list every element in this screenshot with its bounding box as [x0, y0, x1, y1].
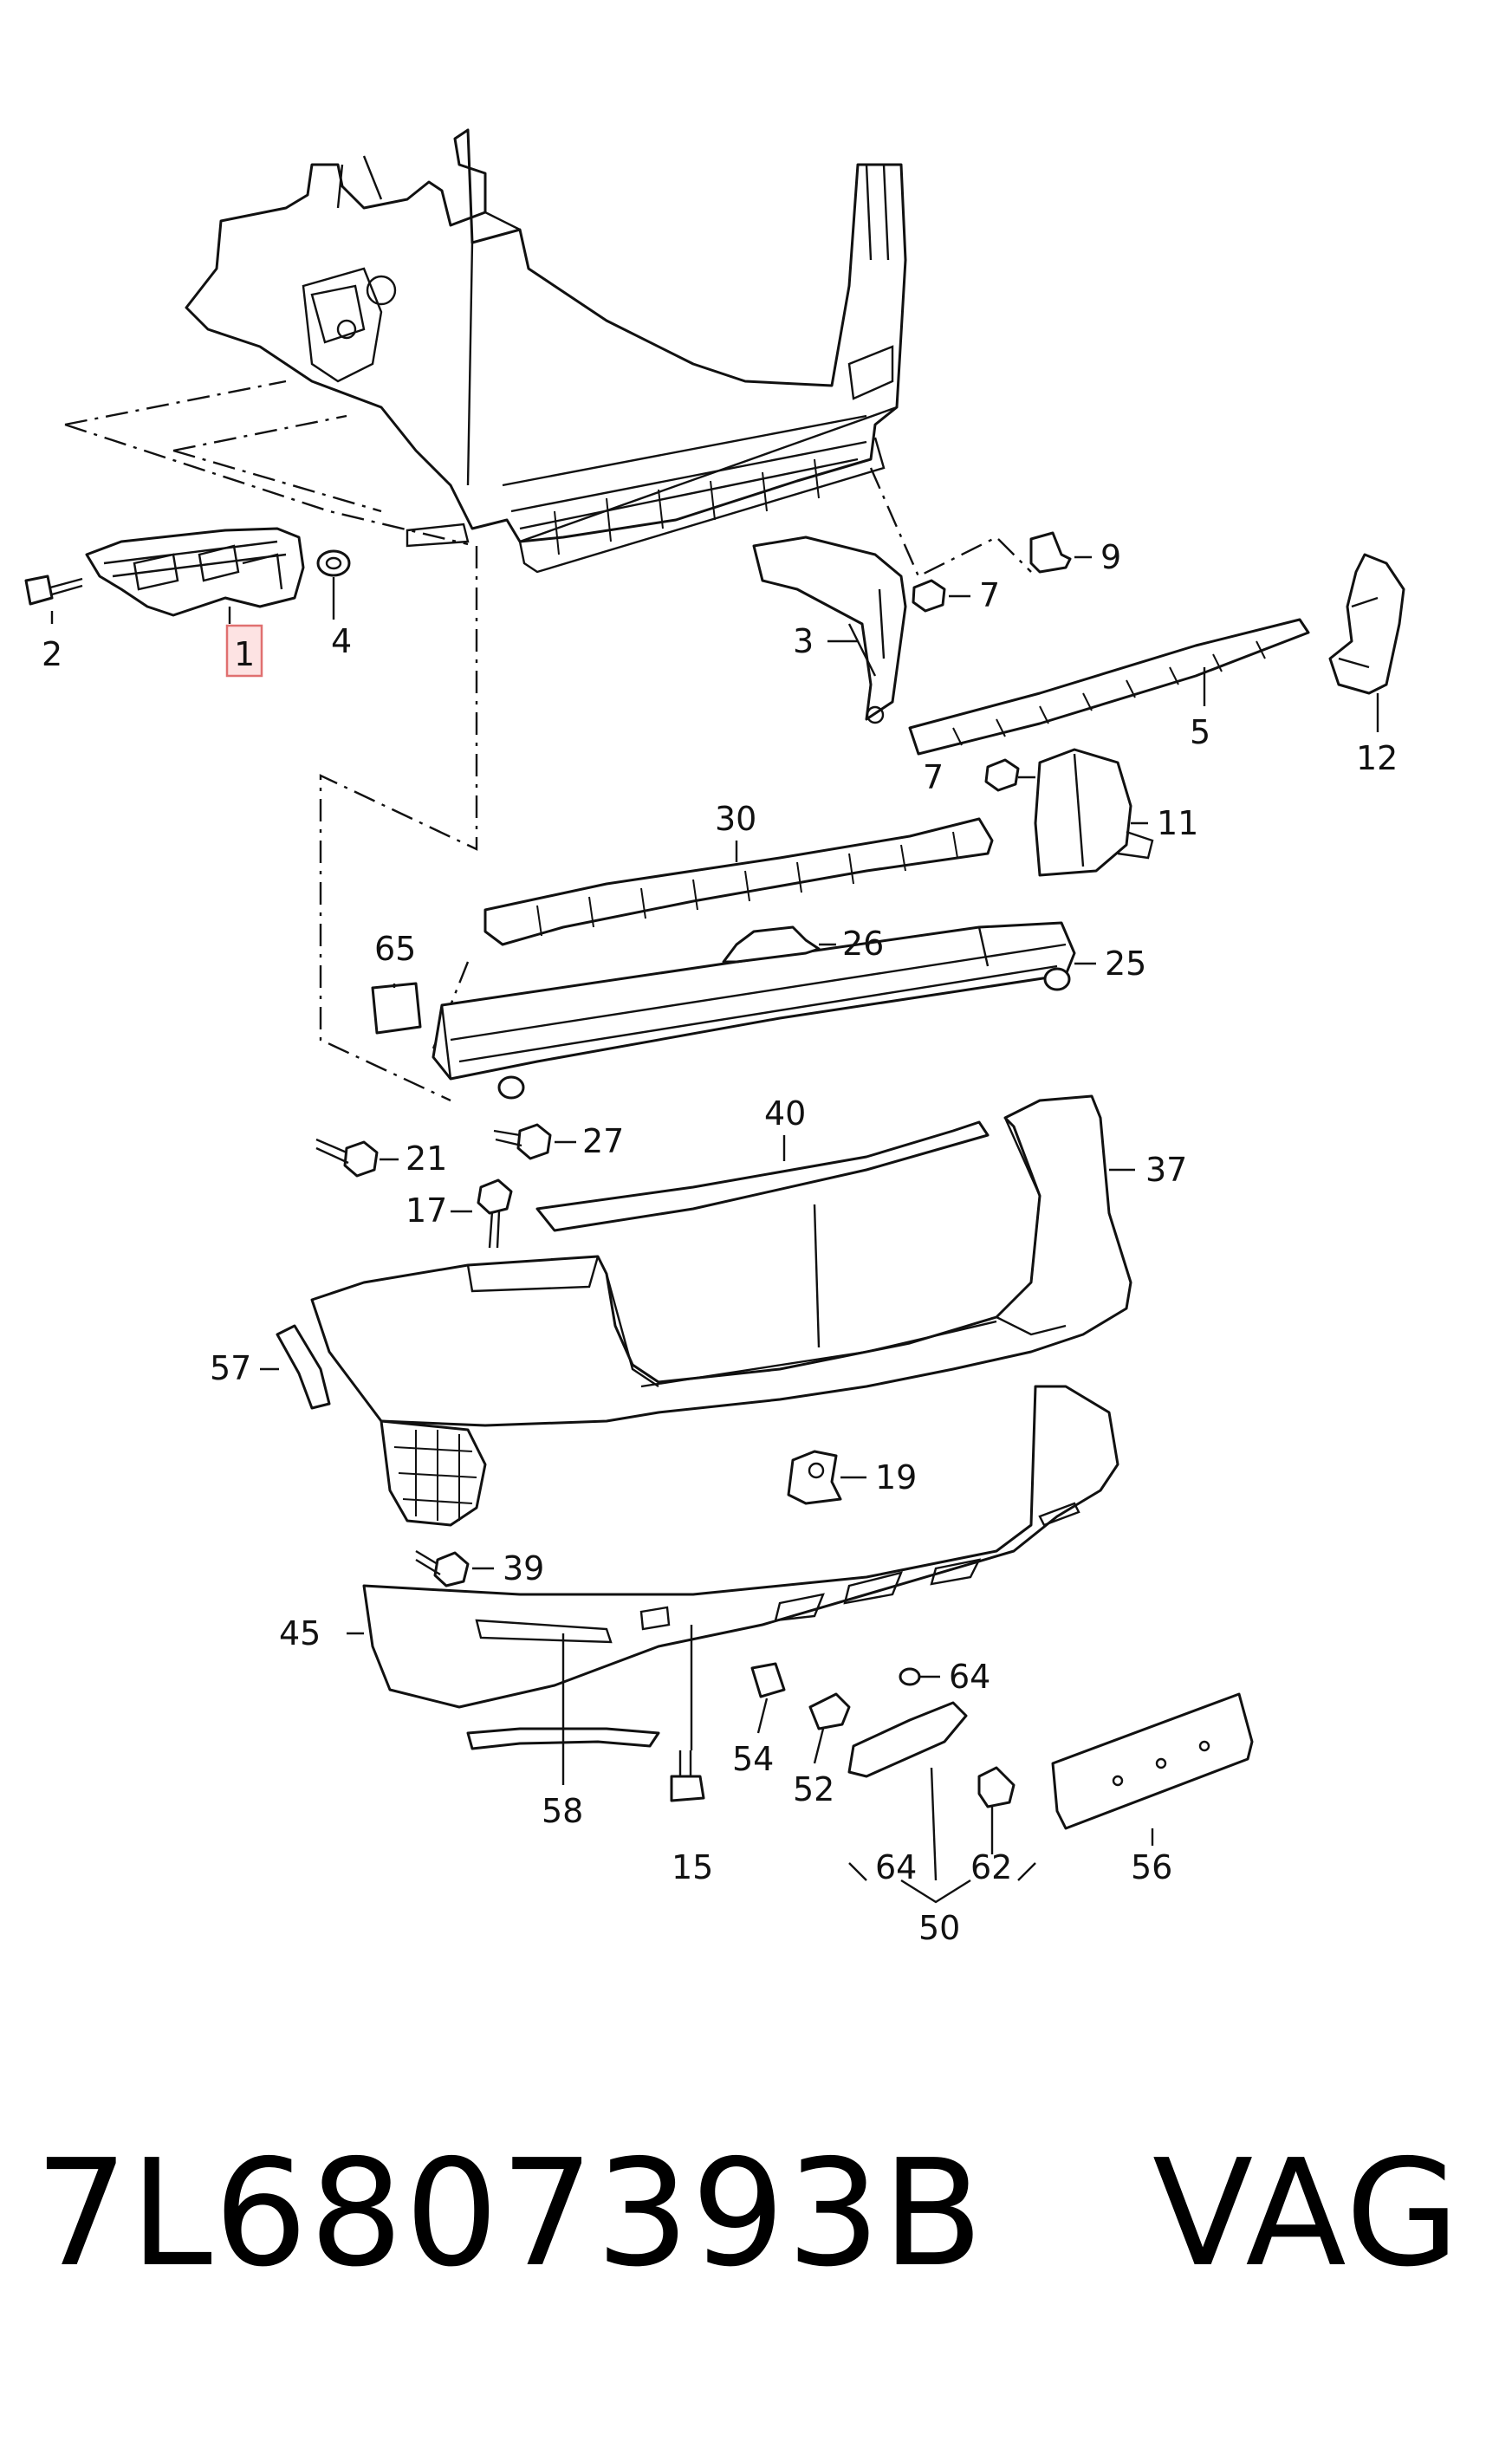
callout-label: 64: [949, 1658, 990, 1696]
callout-label: 54: [732, 1740, 774, 1778]
part-37-bumper-cover-upper: [310, 1094, 1132, 1427]
callout-label: 3: [793, 622, 814, 660]
callout-label: 19: [875, 1458, 917, 1496]
part-17-screw: [477, 1178, 513, 1249]
part-62-bulb-holder: [977, 1766, 1016, 1808]
part-15-bolt: [670, 1750, 705, 1802]
callout-label: 7: [979, 576, 1000, 614]
callout-label: 4: [331, 622, 352, 660]
callout-label: 17: [406, 1191, 447, 1230]
part-2-screw: [24, 575, 83, 606]
callout-label: 52: [793, 1770, 834, 1808]
part-40-trim-strip: [535, 1120, 990, 1232]
brand-name: VAG: [1152, 2128, 1462, 2300]
callout-label: 1: [234, 635, 255, 673]
part-7-nut: [912, 579, 1020, 792]
part-9-clip: [1029, 531, 1072, 574]
part-50-tow-hook-cover: [847, 1701, 968, 1778]
callout-label: 39: [503, 1549, 544, 1587]
callout-label: 64: [875, 1848, 917, 1886]
assembly-guide-line: [869, 467, 1032, 578]
callout-label: 30: [715, 800, 756, 838]
callout-label: 40: [764, 1094, 806, 1133]
part-19-clip: [787, 1450, 842, 1505]
callout-label: 2: [42, 635, 62, 673]
callout-label: 58: [542, 1792, 583, 1830]
part-12-side-guide: [1328, 553, 1405, 695]
part-56-licence-plate-carrier: [1051, 1692, 1254, 1830]
part-65-pad: [371, 982, 422, 1035]
part-number: 7L6807393B: [35, 2128, 985, 2300]
callout-label: 15: [672, 1848, 713, 1886]
highlight-box-part-1: [225, 624, 263, 678]
part-54-holder: [750, 1662, 786, 1698]
callout-label: 11: [1157, 804, 1198, 842]
part-45-bumper-cover-lower: [362, 1385, 1119, 1709]
callout-label: 21: [406, 1139, 447, 1178]
callout-label: 57: [210, 1349, 251, 1387]
callout-label: 27: [582, 1122, 624, 1160]
part-64-grommet: [899, 1667, 921, 1686]
part-21-screw: [315, 1138, 379, 1178]
callout-label: 25: [1105, 945, 1146, 983]
callout-label: 7: [923, 758, 944, 796]
callout-label: 12: [1356, 739, 1398, 777]
part-39-screw: [415, 1549, 470, 1587]
callout-label: 26: [842, 925, 884, 963]
callout-label: 62: [970, 1848, 1012, 1886]
part-30-foam-absorber: [483, 817, 994, 946]
callout-label: 5: [1190, 713, 1210, 751]
lower-grille-insert: [380, 1419, 487, 1527]
part-11-side-guide: [1034, 748, 1154, 877]
callout-label: 65: [374, 930, 416, 968]
assembly-guide-line: [64, 380, 478, 1102]
part-3-mounting-bracket: [752, 536, 907, 724]
vehicle-body-shell: [185, 128, 907, 574]
part-5-impact-strip: [908, 618, 1310, 756]
part-52-tow-hook-cap: [808, 1692, 851, 1730]
part-1-bumper-bracket: [85, 527, 305, 617]
part-26-bracket: [722, 925, 821, 964]
callout-labels: 1 2 4 3 7 7 9 5 12 11 30 26 25 65 27 21 …: [42, 538, 1398, 1947]
callout-label: 50: [918, 1909, 960, 1947]
part-27-bolt: [493, 1123, 552, 1160]
callout-label: 37: [1145, 1151, 1187, 1189]
callout-label: 56: [1131, 1848, 1172, 1886]
part-4-spacer: [316, 549, 351, 577]
callout-label: 9: [1100, 538, 1121, 576]
callout-leader-lines: [50, 555, 1379, 1904]
part-57-reflector: [276, 1324, 331, 1410]
part-25-reinforcement-beam: [432, 921, 1076, 1100]
callout-label: 45: [279, 1614, 321, 1652]
